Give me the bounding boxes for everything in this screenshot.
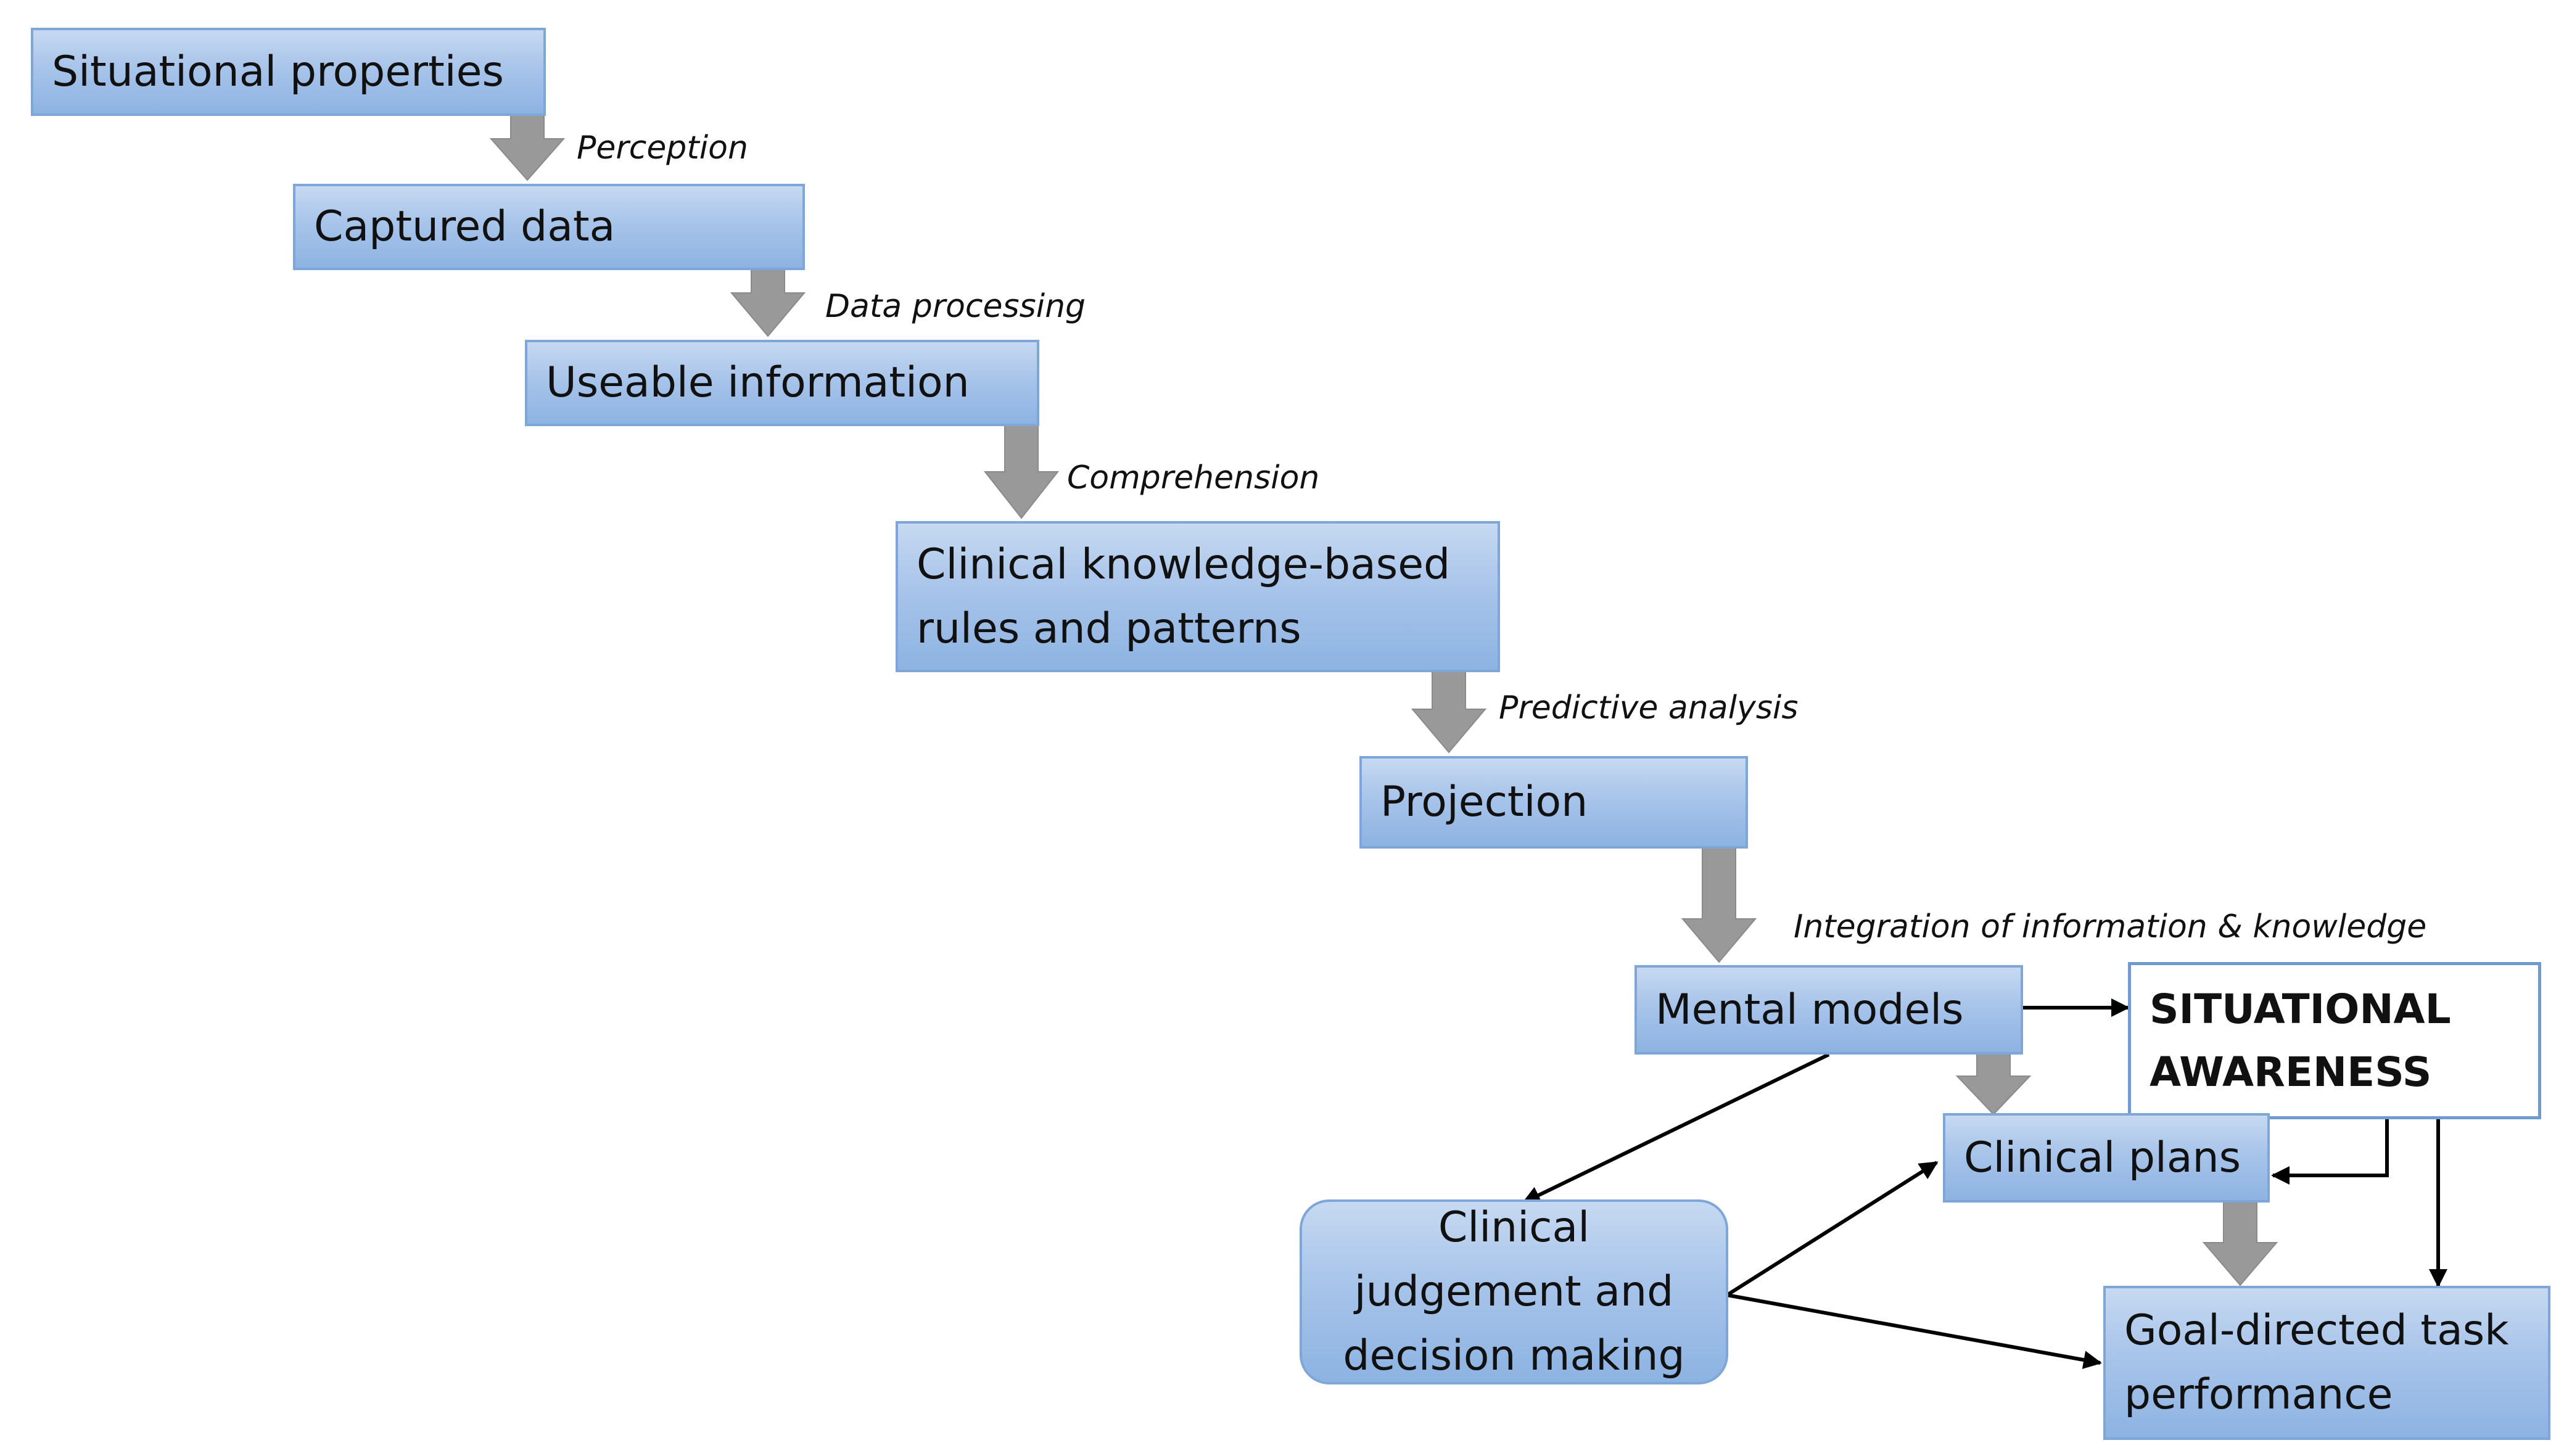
node-goal-directed: Goal-directed task performance <box>2103 1286 2550 1440</box>
node-situational-awareness: SITUATIONAL AWARENESS <box>2128 962 2541 1119</box>
block-arrow-data-processing <box>730 267 806 337</box>
node-clinical-judgement: Clinical judgement and decision making <box>1300 1199 1728 1384</box>
node-clinical-knowledge: Clinical knowledge-based rules and patte… <box>896 521 1500 672</box>
block-arrow-comprehension <box>983 422 1060 519</box>
arrow-judgement-to-goal <box>1726 1293 2102 1369</box>
node-mental-models: Mental models <box>1634 965 2023 1055</box>
block-arrow-integration <box>1681 846 1757 963</box>
node-clinical-plans: Clinical plans <box>1943 1113 2270 1203</box>
arrow-mental-to-judgement <box>1522 1053 1830 1204</box>
block-arrow-plans-to-goal <box>2202 1200 2278 1286</box>
node-useable-information: Useable information <box>525 340 1039 426</box>
node-captured-data: Captured data <box>293 184 805 270</box>
block-arrow-perception <box>489 113 566 181</box>
label-data-processing: Data processing <box>825 288 1086 325</box>
label-predictive-analysis: Predictive analysis <box>1499 689 1799 726</box>
node-projection: Projection <box>1359 756 1748 849</box>
node-situational-properties: Situational properties <box>31 28 546 116</box>
label-comprehension: Comprehension <box>1067 459 1320 496</box>
label-perception: Perception <box>577 130 748 167</box>
block-arrow-mental-to-plans <box>1955 1052 2032 1116</box>
arrow-awareness-to-plans <box>2271 1117 2389 1185</box>
label-integration: Integration of information & knowledge <box>1794 908 2427 945</box>
block-arrow-predictive <box>1411 670 1487 754</box>
arrow-judgement-to-plans <box>1726 1161 1939 1297</box>
